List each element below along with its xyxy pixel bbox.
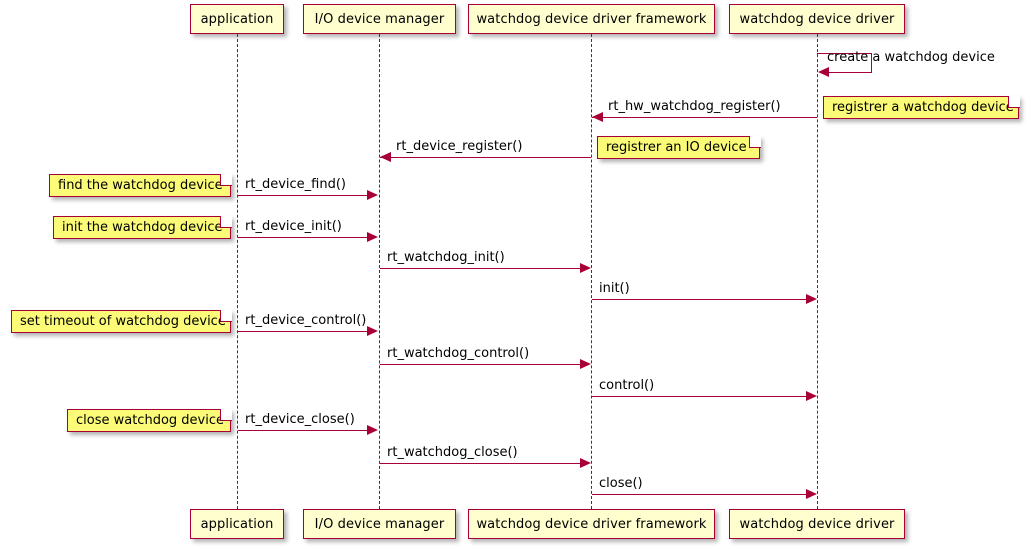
message-line-rt-device-control	[238, 331, 368, 332]
message-arrowhead-rt-device-find	[367, 190, 378, 200]
message-arrowhead-rt-hw-watchdog-register	[592, 112, 603, 122]
message-arrowhead-rt-watchdog-control	[580, 359, 591, 369]
message-label-init: init()	[599, 281, 630, 296]
message-arrowhead-close	[806, 489, 817, 499]
participant-label: application	[200, 516, 274, 532]
participant-header-watchdog-framework[interactable]: watchdog device driver framework	[468, 4, 715, 34]
message-line-rt-device-register	[380, 157, 591, 158]
participant-label: application	[200, 11, 274, 27]
message-label-create-a-watchdog-device: create a watchdog device	[827, 50, 995, 65]
participant-footer-application[interactable]: application	[190, 509, 284, 539]
message-line-rt-device-close	[238, 430, 368, 431]
message-label-close: close()	[599, 476, 643, 491]
message-label-control: control()	[599, 378, 655, 393]
participant-header-watchdog-driver[interactable]: watchdog device driver	[729, 4, 905, 34]
message-line-rt-hw-watchdog-register	[592, 117, 817, 118]
message-label-rt-device-init: rt_device_init()	[245, 219, 342, 234]
note-fold-icon	[219, 309, 232, 322]
message-arrowhead-rt-device-control	[367, 326, 378, 336]
note-registrer-a-watchdog-device: registrer a watchdog device	[823, 95, 1020, 119]
message-arrowhead-rt-device-register	[380, 152, 391, 162]
participant-footer-watchdog-framework[interactable]: watchdog device driver framework	[468, 509, 715, 539]
message-line-init	[592, 299, 807, 300]
message-line-close	[592, 494, 807, 495]
note-text: set timeout of watchdog device	[20, 314, 226, 329]
note-fold-icon	[219, 215, 232, 228]
message-line-rt-watchdog-close	[380, 463, 581, 464]
message-arrowhead-rt-watchdog-close	[580, 458, 591, 468]
message-label-rt-device-find: rt_device_find()	[245, 177, 346, 192]
message-line-control	[592, 396, 807, 397]
message-label-rt-device-close: rt_device_close()	[245, 412, 355, 427]
message-line-rt-device-find	[238, 195, 368, 196]
note-text: registrer a watchdog device	[832, 100, 1014, 115]
participant-header-io-device-manager[interactable]: I/O device manager	[303, 4, 456, 34]
self-message-create-a-watchdog-device-line-bottom	[829, 72, 872, 73]
message-arrowhead-init	[806, 294, 817, 304]
message-label-rt-hw-watchdog-register: rt_hw_watchdog_register()	[608, 99, 781, 114]
self-message-create-a-watchdog-device-line-right	[871, 53, 872, 73]
message-label-rt-device-control: rt_device_control()	[245, 313, 367, 328]
message-label-rt-watchdog-close: rt_watchdog_close()	[387, 445, 518, 460]
participant-label: watchdog device driver framework	[476, 11, 707, 27]
participant-label: I/O device manager	[314, 516, 445, 532]
message-line-rt-watchdog-control	[380, 364, 581, 365]
note-text: find the watchdog device	[58, 178, 223, 193]
lifeline-application	[237, 34, 238, 509]
participant-label: I/O device manager	[314, 11, 445, 27]
message-arrowhead-rt-device-init	[367, 232, 378, 242]
self-message-create-a-watchdog-device-line-top	[817, 53, 872, 54]
lifeline-watchdog-framework	[591, 34, 592, 509]
note-registrer-an-io-device: registrer an IO device	[597, 135, 761, 159]
message-arrowhead-rt-device-close	[367, 425, 378, 435]
participant-label: watchdog device driver	[739, 516, 895, 532]
note-find-the-watchdog-device: find the watchdog device	[49, 173, 232, 197]
note-set-timeout-of-watchdog-device: set timeout of watchdog device	[11, 309, 232, 333]
message-arrowhead-control	[806, 391, 817, 401]
self-message-create-a-watchdog-device-arrowhead	[818, 67, 829, 77]
note-fold-icon	[219, 408, 232, 421]
participant-label: watchdog device driver	[739, 11, 895, 27]
message-arrowhead-rt-watchdog-init	[580, 263, 591, 273]
message-label-rt-watchdog-init: rt_watchdog_init()	[387, 250, 505, 265]
note-text: registrer an IO device	[606, 140, 747, 155]
note-text: close watchdog device	[76, 413, 224, 428]
note-fold-icon	[748, 135, 761, 148]
participant-footer-watchdog-driver[interactable]: watchdog device driver	[729, 509, 905, 539]
message-label-rt-watchdog-control: rt_watchdog_control()	[387, 346, 530, 361]
lifeline-io-device-manager	[379, 34, 380, 509]
participant-header-application[interactable]: application	[190, 4, 284, 34]
participant-footer-io-device-manager[interactable]: I/O device manager	[303, 509, 456, 539]
lifeline-watchdog-driver	[817, 34, 818, 509]
message-line-rt-device-init	[238, 237, 368, 238]
note-init-the-watchdog-device: init the watchdog device	[53, 215, 232, 239]
note-text: init the watchdog device	[62, 220, 223, 235]
participant-label: watchdog device driver framework	[476, 516, 707, 532]
note-fold-icon	[219, 173, 232, 186]
message-line-rt-watchdog-init	[380, 268, 581, 269]
message-label-rt-device-register: rt_device_register()	[396, 139, 523, 154]
note-close-watchdog-device: close watchdog device	[67, 408, 232, 432]
note-fold-icon	[1007, 95, 1020, 108]
